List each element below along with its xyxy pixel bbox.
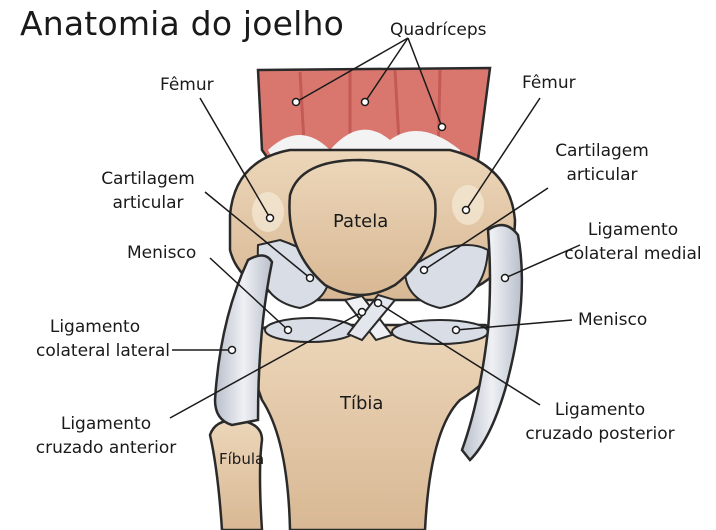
label-posterior-cruciate: Ligamento cruzado posterior: [510, 398, 690, 446]
label-cartilage-right: Cartilagem articular: [542, 139, 662, 187]
label-lateral-collateral-line1: Ligamento: [0, 315, 170, 339]
label-anterior-cruciate-line2: cruzado anterior: [18, 436, 194, 460]
label-medial-collateral-line2: colateral medial: [552, 242, 714, 266]
label-cartilage-left-line2: articular: [88, 191, 208, 215]
label-quadriceps: Quadríceps: [390, 18, 487, 42]
tibia-bone: [254, 325, 505, 530]
label-anterior-cruciate-line1: Ligamento: [18, 412, 194, 436]
label-cartilage-left: Cartilagem articular: [88, 167, 208, 215]
label-lateral-collateral: Ligamento colateral lateral: [0, 315, 170, 363]
fibula-bone: [210, 420, 262, 530]
label-posterior-cruciate-line2: cruzado posterior: [510, 422, 690, 446]
diagram-title: Anatomia do joelho: [20, 4, 344, 43]
label-fibula: Fíbula: [219, 450, 264, 468]
label-tibia: Tíbia: [340, 393, 383, 414]
label-posterior-cruciate-line1: Ligamento: [510, 398, 690, 422]
label-lateral-collateral-line2: colateral lateral: [0, 339, 170, 363]
label-meniscus-right: Menisco: [578, 308, 647, 332]
label-femur-right: Fêmur: [522, 71, 576, 95]
label-anterior-cruciate: Ligamento cruzado anterior: [18, 412, 194, 460]
meniscus-right: [392, 320, 488, 344]
label-cartilage-right-line1: Cartilagem: [542, 139, 662, 163]
label-meniscus-left: Menisco: [127, 241, 196, 265]
label-femur-left: Fêmur: [160, 73, 214, 97]
label-patella: Patela: [333, 211, 388, 232]
label-cartilage-left-line1: Cartilagem: [88, 167, 208, 191]
label-medial-collateral: Ligamento colateral medial: [552, 218, 714, 266]
label-cartilage-right-line2: articular: [542, 163, 662, 187]
label-medial-collateral-line1: Ligamento: [552, 218, 714, 242]
